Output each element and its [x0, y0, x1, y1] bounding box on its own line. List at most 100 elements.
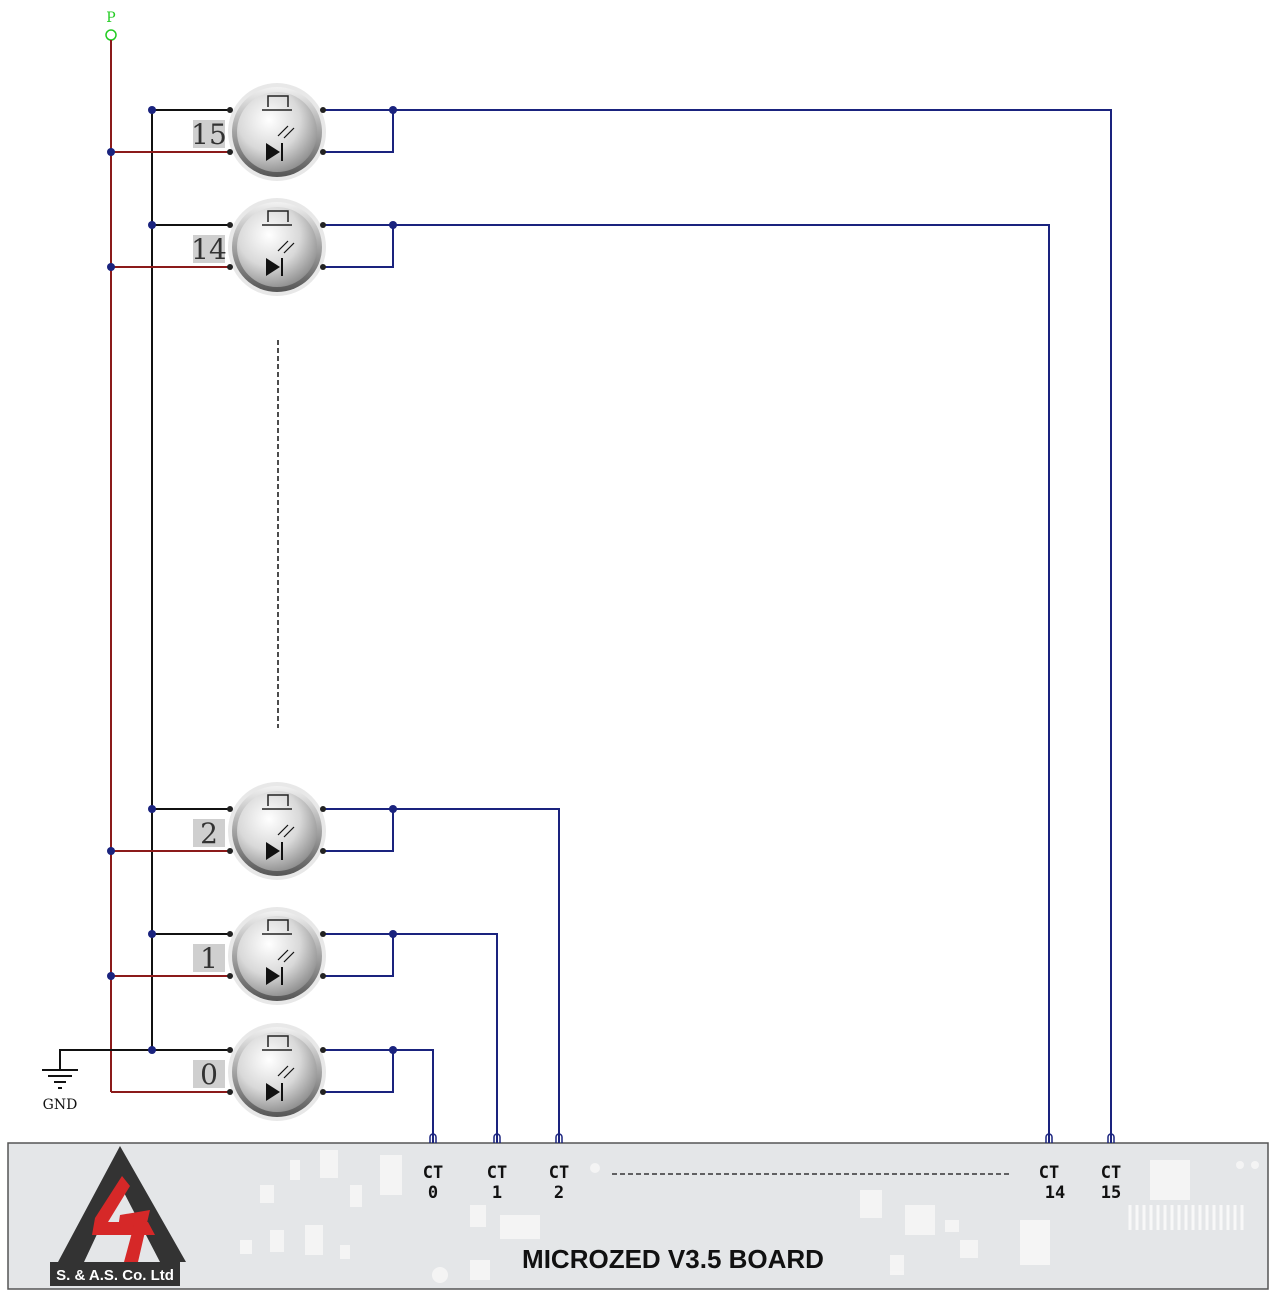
- terminal-ct0-connector-icon: [429, 1133, 437, 1143]
- power-terminal-icon: [105, 29, 117, 41]
- button-2-led-icon: [266, 842, 280, 860]
- button-2-signal-wire: [393, 808, 560, 1143]
- button-14-loop-wire: [323, 224, 394, 268]
- button-1-contact-3: [320, 973, 326, 979]
- button-1-ground-junction: [148, 930, 156, 938]
- terminal-ct1-bottom: 1: [492, 1183, 502, 1203]
- terminal-ct15-connector-icon: [1107, 1133, 1115, 1143]
- button-15-switch-icon: [267, 95, 289, 107]
- button-1-contact-2: [227, 973, 233, 979]
- ground-connection: GND: [42, 110, 153, 1113]
- button-14-ground-junction: [148, 221, 156, 229]
- button-15-signal-wire: [393, 109, 1112, 1143]
- button-2-power-junction: [107, 847, 115, 855]
- terminal-ct14-bottom: 14: [1045, 1183, 1065, 1203]
- button-15-contact-0: [227, 107, 233, 113]
- button-15-ground-junction: [148, 106, 156, 114]
- button-14-signal-junction: [389, 221, 397, 229]
- company-logo: S. & A.S. Co. Ltd: [50, 1146, 186, 1286]
- button-0-contact-3: [320, 1089, 326, 1095]
- button-2-face: [237, 791, 317, 871]
- button-2-loop-wire: [323, 808, 394, 852]
- button-14-led-icon: [266, 258, 280, 276]
- button-0-contact-0: [227, 1047, 233, 1053]
- button-14-face: [237, 207, 317, 287]
- terminal-ct2-connector-icon: [555, 1133, 563, 1143]
- button-2-led-ray-2: [283, 826, 295, 838]
- button-1-led-ray-2: [283, 951, 295, 963]
- button-2-contact-3: [320, 848, 326, 854]
- button-0-loop-wire: [323, 1049, 394, 1093]
- terminal-ct14-connector-icon: [1045, 1133, 1053, 1143]
- terminal-ct14-top: CT: [1039, 1163, 1059, 1183]
- button-2-signal-junction: [389, 805, 397, 813]
- button-1-loop-wire: [323, 933, 394, 977]
- button-0-signal-wire: [393, 1049, 434, 1143]
- button-1-signal-wire: [393, 933, 498, 1143]
- power-label: P: [106, 10, 115, 26]
- button-14-number-label: 14: [191, 233, 227, 266]
- button-unit-0: 0: [111, 1023, 437, 1143]
- button-15-label-plate: [193, 120, 225, 148]
- terminal-ct1-top: CT: [487, 1163, 507, 1183]
- button-2-contact-2: [227, 848, 233, 854]
- button-1-number-label: 1: [200, 942, 218, 975]
- button-1-contact-0: [227, 931, 233, 937]
- button-14-contact-1: [320, 222, 326, 228]
- board-background: [7, 1142, 1269, 1290]
- button-14-power-junction: [107, 263, 115, 271]
- terminal-ct0-bottom: 0: [428, 1183, 438, 1203]
- button-1-led-ray-1: [277, 949, 289, 961]
- terminal-ct15-top: CT: [1101, 1163, 1121, 1183]
- power-supply: P: [105, 10, 117, 1092]
- button-14-contact-3: [320, 264, 326, 270]
- button-15-face: [237, 92, 317, 172]
- button-2-label-plate: [193, 819, 225, 847]
- button-unit-15: 15: [107, 83, 1115, 1143]
- button-0-contact-1: [320, 1047, 326, 1053]
- terminal-ct2-top: CT: [549, 1163, 569, 1183]
- button-15-contact-1: [320, 107, 326, 113]
- button-15-led-ray-2: [283, 127, 295, 139]
- button-unit-2: 2: [107, 782, 563, 1143]
- button-14-led-ray-2: [283, 242, 295, 254]
- board-pcb-pattern: [240, 1150, 1259, 1283]
- button-15-signal-junction: [389, 106, 397, 114]
- button-2-contact-1: [320, 806, 326, 812]
- button-15-power-junction: [107, 148, 115, 156]
- button-0-signal-junction: [389, 1046, 397, 1054]
- terminal-ct15-bottom: 15: [1101, 1183, 1121, 1203]
- button-2-number-label: 2: [200, 817, 218, 850]
- button-14-signal-wire: [393, 224, 1050, 1143]
- controller-board: S. & A.S. Co. Ltd MICROZED V3.5 BOARD CT…: [7, 1142, 1269, 1290]
- button-2-led-ray-1: [277, 824, 289, 836]
- ground-symbol-icon: [42, 1069, 78, 1089]
- button-unit-14: 14: [107, 198, 1053, 1143]
- button-14-switch-icon: [267, 210, 289, 222]
- button-0-led-icon: [266, 1083, 280, 1101]
- button-1-led-icon: [266, 967, 280, 985]
- button-15-led-icon: [266, 143, 280, 161]
- button-14-contact-2: [227, 264, 233, 270]
- button-2-switch-icon: [267, 794, 289, 806]
- button-1-switch-icon: [267, 919, 289, 931]
- button-0-switch-icon: [267, 1035, 289, 1047]
- board-edge-connector: [1128, 1205, 1244, 1230]
- terminal-ct0-top: CT: [423, 1163, 443, 1183]
- terminal-ct1-connector-icon: [493, 1133, 501, 1143]
- button-1-face: [237, 916, 317, 996]
- button-0-contact-2: [227, 1089, 233, 1095]
- button-15-loop-wire: [323, 109, 394, 153]
- button-0-face: [237, 1032, 317, 1112]
- board-title: MICROZED V3.5 BOARD: [522, 1244, 824, 1274]
- button-15-contact-3: [320, 149, 326, 155]
- button-14-contact-0: [227, 222, 233, 228]
- button-unit-1: 1: [107, 907, 501, 1143]
- button-15-led-ray-1: [277, 125, 289, 137]
- button-0-led-ray-1: [277, 1065, 289, 1077]
- button-1-label-plate: [193, 944, 225, 972]
- button-1-power-junction: [107, 972, 115, 980]
- button-14-led-ray-1: [277, 240, 289, 252]
